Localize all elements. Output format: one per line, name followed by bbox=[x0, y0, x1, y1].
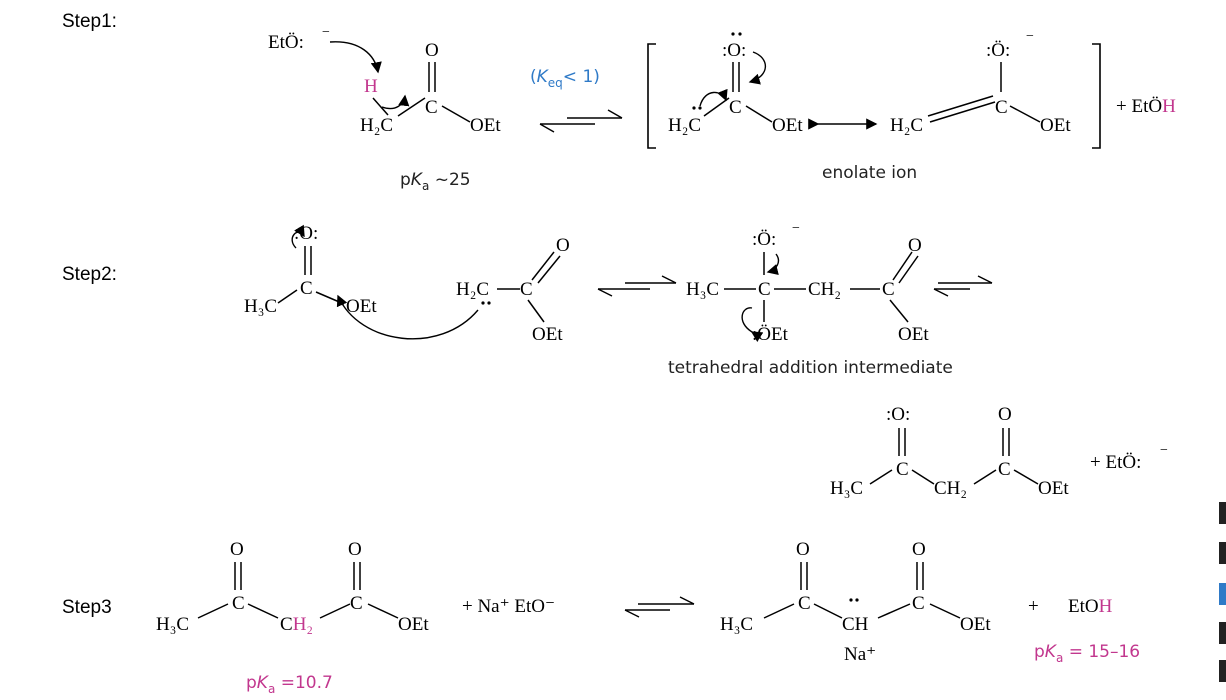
acidic-h: H bbox=[364, 76, 378, 97]
step2-label: Step2: bbox=[62, 264, 117, 285]
bond-c-oet bbox=[441, 105, 471, 123]
svg-text:C: C bbox=[998, 459, 1011, 480]
equilibrium-arrows-4 bbox=[624, 596, 695, 618]
svg-text:OEt: OEt bbox=[1038, 478, 1069, 499]
edge-fragment-5 bbox=[1219, 660, 1226, 682]
svg-text:C: C bbox=[729, 97, 742, 118]
beta-keto-ester-product: :O: C H₃C CH₂ C O OEt + EtÖ: − bbox=[830, 404, 1168, 499]
curved-arrow-base-attack bbox=[329, 41, 382, 74]
svg-text:CH: CH bbox=[842, 614, 869, 635]
svg-text:CH₂: CH₂ bbox=[280, 614, 313, 635]
svg-text::O:: :O: bbox=[294, 223, 318, 244]
ethoxide-charge: − bbox=[322, 25, 330, 40]
edge-fragment-1 bbox=[1219, 502, 1226, 524]
svg-text:C: C bbox=[896, 459, 909, 480]
equilibrium-arrows-2 bbox=[597, 275, 677, 297]
tetrahedral-intermediate: H₃C C :Ö: − :ÖEt CH₂ C O OEt bbox=[686, 221, 929, 345]
svg-text:OEt: OEt bbox=[398, 614, 429, 635]
ethoxide-label: EtÖ: bbox=[268, 32, 304, 53]
svg-text:H₃C: H₃C bbox=[830, 478, 863, 499]
svg-text::Ö:: :Ö: bbox=[752, 229, 776, 250]
h2c-label: H₂C bbox=[360, 115, 393, 136]
svg-text:Na⁺: Na⁺ bbox=[844, 644, 876, 665]
edge-fragment-2 bbox=[1219, 542, 1226, 564]
step2-enolate: H₂C C O OEt bbox=[336, 235, 570, 345]
svg-text:C: C bbox=[882, 279, 895, 300]
enolate-form-2: :Ö: − C H₂C OEt bbox=[890, 29, 1071, 136]
svg-text:C: C bbox=[912, 593, 925, 614]
svg-text:O: O bbox=[556, 235, 570, 256]
svg-text:CH₂: CH₂ bbox=[934, 478, 967, 499]
svg-text:+ EtÖH: + EtÖH bbox=[1116, 96, 1176, 117]
step1-reactant: EtÖ: − H H₂C C O OEt pKa ~25 bbox=[268, 25, 501, 193]
enolate-o-neg: :Ö: bbox=[986, 40, 1010, 61]
bond-c-carbonyl bbox=[397, 97, 426, 117]
svg-text:−: − bbox=[1160, 443, 1168, 458]
edge-fragment-3 bbox=[1219, 583, 1226, 605]
step2-ester: :O: C H₃C OEt bbox=[244, 223, 377, 317]
svg-text:EtOH: EtOH bbox=[1068, 596, 1113, 617]
step1-label: Step1: bbox=[62, 11, 117, 32]
svg-text:O: O bbox=[796, 539, 810, 560]
svg-text:H₂C: H₂C bbox=[890, 115, 923, 136]
svg-text:C: C bbox=[520, 279, 533, 300]
enolate-bracket bbox=[647, 43, 1101, 149]
step3-reactant: O C H₃C CH₂ C O OEt pKa =10.7 bbox=[156, 539, 429, 696]
svg-text:OEt: OEt bbox=[898, 324, 929, 345]
enolate-o: :O: bbox=[722, 40, 746, 61]
svg-text:O: O bbox=[908, 235, 922, 256]
svg-text:OEt: OEt bbox=[346, 296, 377, 317]
svg-text:−: − bbox=[792, 221, 800, 236]
svg-text:O: O bbox=[230, 539, 244, 560]
svg-text:C: C bbox=[350, 593, 363, 614]
svg-text:O: O bbox=[998, 404, 1012, 425]
svg-text:H₃C: H₃C bbox=[156, 614, 189, 635]
oet-label: OEt bbox=[470, 115, 501, 136]
svg-text:+: + bbox=[1028, 596, 1039, 617]
svg-text:OEt: OEt bbox=[532, 324, 563, 345]
svg-text:H₂C: H₂C bbox=[456, 279, 489, 300]
svg-text:OEt: OEt bbox=[772, 115, 803, 136]
enolate-caption: enolate ion bbox=[822, 163, 917, 183]
svg-text:OEt: OEt bbox=[1040, 115, 1071, 136]
svg-text:C: C bbox=[798, 593, 811, 614]
bond-h-c bbox=[372, 97, 389, 116]
svg-text:C: C bbox=[995, 97, 1008, 118]
carbonyl-o: O bbox=[425, 40, 439, 61]
svg-text:−: − bbox=[1026, 29, 1034, 44]
pka-10-7: pKa =10.7 bbox=[246, 673, 333, 696]
step3-label: Step3 bbox=[62, 597, 112, 618]
pka-25: pKa ~25 bbox=[400, 170, 471, 193]
svg-text:C: C bbox=[232, 593, 245, 614]
svg-text:C: C bbox=[758, 279, 771, 300]
enolate-form-1: :O: C H₂C OEt bbox=[668, 32, 803, 136]
keq-label: (Keq< 1) bbox=[530, 67, 600, 90]
curved-arrow-ch-bond bbox=[381, 94, 410, 110]
tetrahedral-caption: tetrahedral addition intermediate bbox=[668, 358, 953, 378]
svg-text:+ EtÖ:: + EtÖ: bbox=[1090, 452, 1141, 473]
svg-text:CH₂: CH₂ bbox=[808, 279, 841, 300]
carbonyl-c: C bbox=[425, 97, 438, 118]
svg-text:H₃C: H₃C bbox=[686, 279, 719, 300]
pka-15-16: pKa = 15–16 bbox=[1034, 642, 1140, 665]
step3-product-enolate: O C H₃C CH C O OEt Na⁺ bbox=[720, 539, 991, 665]
equilibrium-arrows-1 bbox=[539, 109, 623, 133]
svg-text:O: O bbox=[912, 539, 926, 560]
step3-reagent: + Na⁺ EtO⁻ bbox=[462, 596, 555, 617]
svg-text:OEt: OEt bbox=[960, 614, 991, 635]
svg-text:H₃C: H₃C bbox=[244, 296, 277, 317]
svg-text::O:: :O: bbox=[886, 404, 910, 425]
edge-fragment-4 bbox=[1219, 622, 1226, 644]
svg-text:C: C bbox=[300, 278, 313, 299]
equilibrium-arrows-3 bbox=[933, 275, 993, 297]
svg-text:O: O bbox=[348, 539, 362, 560]
step3-byproduct: + EtOH pKa = 15–16 bbox=[1028, 596, 1140, 665]
svg-text::ÖEt: :ÖEt bbox=[752, 324, 789, 345]
svg-text:H₃C: H₃C bbox=[720, 614, 753, 635]
enolate-h2c: H₂C bbox=[668, 115, 701, 136]
step1-byproduct: + EtÖH bbox=[1116, 96, 1176, 117]
